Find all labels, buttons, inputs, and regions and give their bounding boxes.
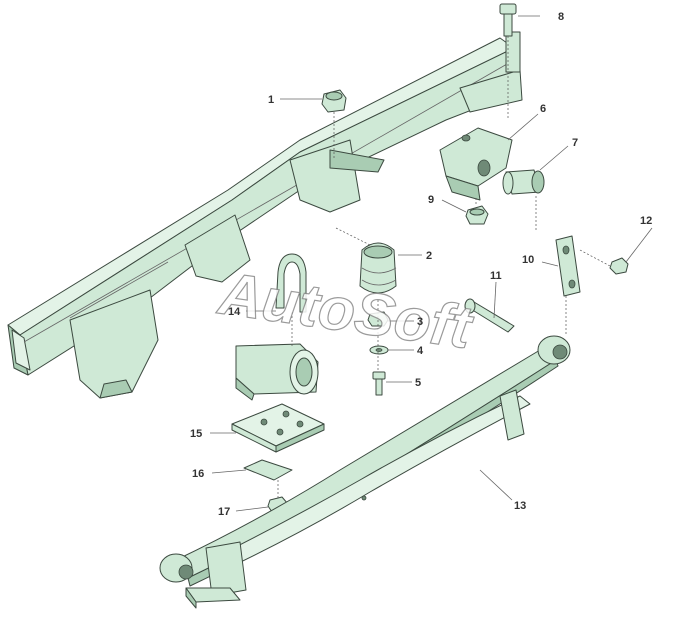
callout-4: 4 [417, 345, 424, 357]
callout-13: 13 [514, 500, 526, 512]
bushing [502, 169, 545, 195]
bolt-5 [372, 371, 386, 396]
nut-12 [609, 257, 629, 275]
callout-2: 2 [426, 250, 432, 262]
callout-9: 9 [428, 194, 434, 206]
callout-7: 7 [572, 137, 578, 149]
nut-top [321, 89, 347, 113]
leader-lines [210, 15, 653, 512]
callout-5: 5 [415, 377, 421, 389]
axle-tube [235, 343, 319, 401]
leaf-spring [159, 335, 571, 609]
spring-pad [231, 403, 325, 453]
bolt-top [499, 3, 517, 37]
callout-1: 1 [268, 94, 274, 106]
nut-3 [367, 311, 389, 327]
callout-15: 15 [190, 428, 202, 440]
spring-bracket [439, 127, 513, 201]
callout-12: 12 [640, 215, 652, 227]
shackle-plate [555, 235, 581, 297]
shackle-bolt [464, 298, 515, 333]
frame-rail [7, 31, 523, 399]
assembly-guides [277, 36, 611, 498]
nut-small [465, 205, 489, 225]
callout-labels: 1 2 3 4 5 6 7 8 9 10 11 12 13 14 15 16 1… [190, 11, 652, 518]
callout-14: 14 [228, 306, 241, 318]
callout-3: 3 [417, 316, 423, 328]
plate [243, 459, 293, 481]
bump-stop [359, 242, 397, 294]
callout-6: 6 [540, 103, 546, 115]
callout-17: 17 [218, 506, 230, 518]
callout-10: 10 [522, 254, 534, 266]
callout-8: 8 [558, 11, 564, 23]
washer-4 [369, 345, 389, 355]
callout-16: 16 [192, 468, 204, 480]
callout-11: 11 [490, 270, 502, 282]
u-bolt [275, 253, 307, 313]
